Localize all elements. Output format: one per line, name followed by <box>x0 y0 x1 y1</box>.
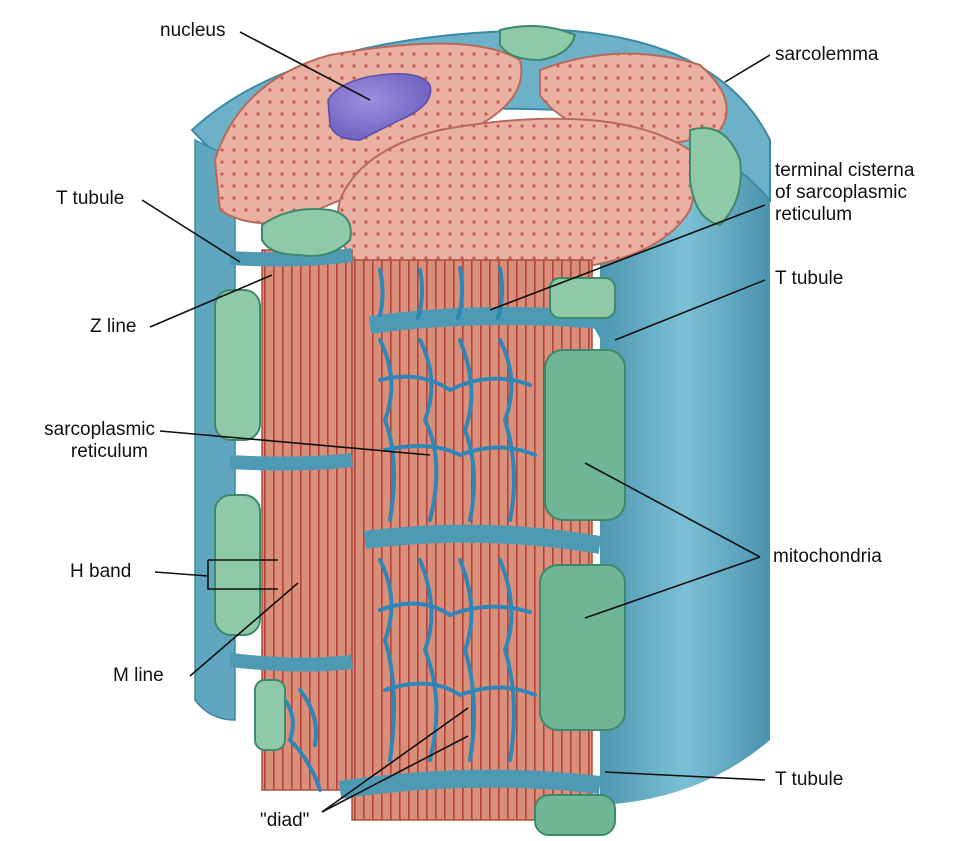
label-z-line: Z line <box>90 316 136 338</box>
label-terminal-cisterna-line1: terminal cisterna <box>775 160 914 182</box>
label-m-line: M line <box>113 665 164 687</box>
label-h-band: H band <box>70 561 131 583</box>
label-diad: "diad" <box>260 810 309 832</box>
label-terminal-cisterna-line3: reticulum <box>775 204 852 226</box>
label-mitochondria: mitochondria <box>773 546 882 568</box>
label-t-tubule-right-top: T tubule <box>775 268 843 290</box>
label-t-tubule-left: T tubule <box>56 188 124 210</box>
label-t-tubule-right-bottom: T tubule <box>775 769 843 791</box>
label-terminal-cisterna-line2: of sarcoplasmic <box>775 182 907 204</box>
label-nucleus: nucleus <box>160 20 226 42</box>
label-sarcolemma: sarcolemma <box>775 44 878 66</box>
label-sarcoplasmic-reticulum-line2: reticulum <box>0 441 148 463</box>
label-sarcoplasmic-reticulum-line1: sarcoplasmic <box>0 419 155 441</box>
